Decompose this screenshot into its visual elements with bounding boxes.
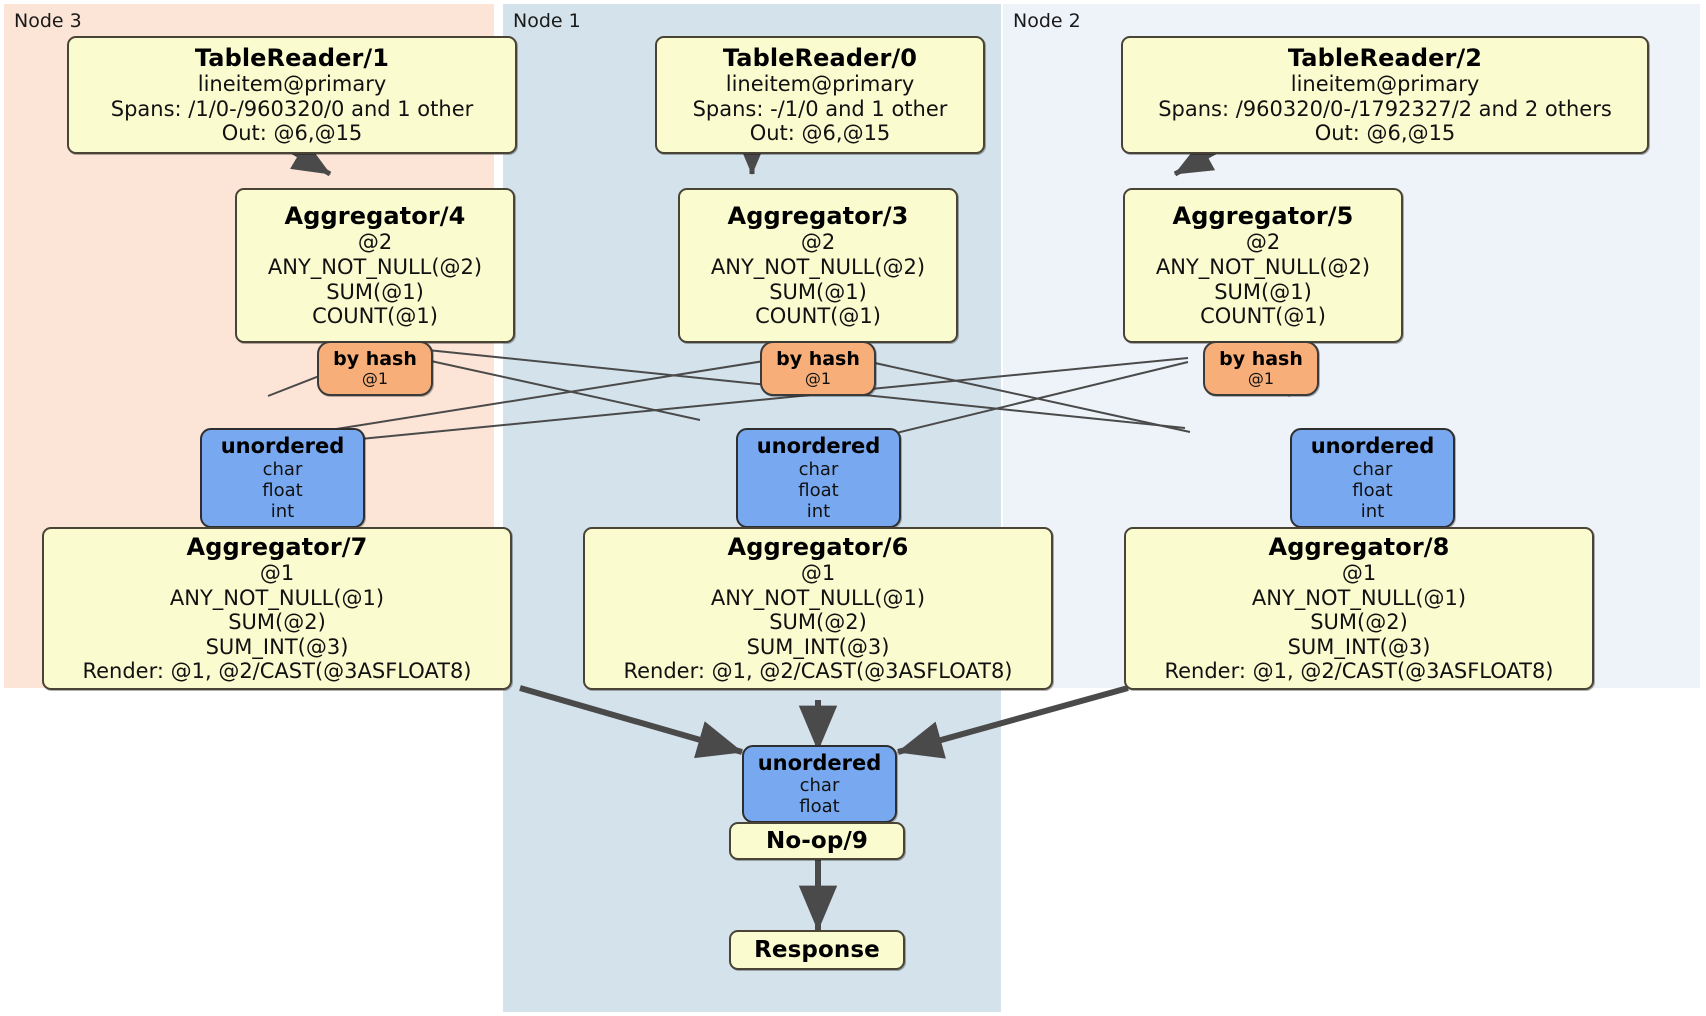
node-line: int bbox=[270, 500, 295, 522]
node-line: SUM(@1) bbox=[769, 279, 867, 304]
input-synchronizer-unordered-node-2[interactable]: unordered char float int bbox=[1290, 428, 1455, 528]
node-title: Aggregator/7 bbox=[186, 533, 368, 562]
node-line: SUM(@2) bbox=[769, 610, 867, 635]
node-line: char bbox=[262, 458, 303, 480]
node-title: unordered bbox=[757, 750, 882, 775]
output-router-by-hash-node-1[interactable]: by hash @1 bbox=[760, 341, 876, 396]
node-line: Out: @6,@15 bbox=[1314, 121, 1456, 146]
processor-aggregator-6[interactable]: Aggregator/6 @1 ANY_NOT_NULL(@1) SUM(@2)… bbox=[583, 527, 1053, 690]
node-line: @1 bbox=[361, 369, 389, 389]
processor-no-op-9[interactable]: No-op/9 bbox=[729, 822, 905, 860]
node-line: Render: @1, @2/CAST(@3ASFLOAT8) bbox=[623, 659, 1013, 684]
node-title: by hash bbox=[333, 348, 417, 371]
node-line: Spans: /960320/0-/1792327/2 and 2 others bbox=[1158, 96, 1612, 121]
node-line: @1 bbox=[804, 369, 832, 389]
node-line: @1 bbox=[1247, 369, 1275, 389]
node-line: Render: @1, @2/CAST(@3ASFLOAT8) bbox=[82, 659, 472, 684]
node-title: Aggregator/4 bbox=[284, 202, 466, 231]
node-line: ANY_NOT_NULL(@2) bbox=[267, 254, 483, 279]
panel-node-3-label: Node 3 bbox=[14, 10, 82, 32]
processor-aggregator-4[interactable]: Aggregator/4 @2 ANY_NOT_NULL(@2) SUM(@1)… bbox=[235, 188, 515, 343]
node-title: Aggregator/5 bbox=[1172, 202, 1354, 231]
node-title: Aggregator/6 bbox=[727, 533, 909, 562]
node-line: SUM(@1) bbox=[326, 279, 424, 304]
input-synchronizer-unordered-node-1[interactable]: unordered char float int bbox=[736, 428, 901, 528]
node-line: lineitem@primary bbox=[725, 72, 915, 97]
node-line: ANY_NOT_NULL(@1) bbox=[1251, 585, 1467, 610]
node-line: @2 bbox=[1245, 230, 1281, 255]
node-line: int bbox=[1360, 500, 1385, 522]
node-title: TableReader/2 bbox=[1287, 44, 1483, 73]
node-title: by hash bbox=[1219, 348, 1303, 371]
processor-aggregator-8[interactable]: Aggregator/8 @1 ANY_NOT_NULL(@1) SUM(@2)… bbox=[1124, 527, 1594, 690]
node-line: SUM(@2) bbox=[228, 610, 326, 635]
node-line: Spans: /1/0-/960320/0 and 1 other bbox=[110, 96, 474, 121]
node-line: @2 bbox=[800, 230, 836, 255]
processor-table-reader-0[interactable]: TableReader/0 lineitem@primary Spans: -/… bbox=[655, 36, 985, 154]
node-line: COUNT(@1) bbox=[312, 304, 438, 329]
node-title: No-op/9 bbox=[766, 827, 868, 854]
node-line: char bbox=[1352, 458, 1393, 480]
node-line: Render: @1, @2/CAST(@3ASFLOAT8) bbox=[1164, 659, 1554, 684]
node-line: ANY_NOT_NULL(@1) bbox=[710, 585, 926, 610]
processor-aggregator-7[interactable]: Aggregator/7 @1 ANY_NOT_NULL(@1) SUM(@2)… bbox=[42, 527, 512, 690]
node-line: float bbox=[799, 796, 840, 818]
node-line: @1 bbox=[259, 561, 295, 586]
node-line: Out: @6,@15 bbox=[749, 121, 891, 146]
node-line: SUM_INT(@3) bbox=[1287, 634, 1431, 659]
processor-table-reader-1[interactable]: TableReader/1 lineitem@primary Spans: /1… bbox=[67, 36, 517, 154]
node-line: SUM(@2) bbox=[1310, 610, 1408, 635]
processor-aggregator-3[interactable]: Aggregator/3 @2 ANY_NOT_NULL(@2) SUM(@1)… bbox=[678, 188, 958, 343]
panel-node-2-label: Node 2 bbox=[1013, 10, 1081, 32]
node-line: char bbox=[799, 775, 840, 797]
node-line: @1 bbox=[800, 561, 836, 586]
output-router-by-hash-node-2[interactable]: by hash @1 bbox=[1203, 341, 1319, 396]
node-line: Out: @6,@15 bbox=[221, 121, 363, 146]
node-title: Aggregator/8 bbox=[1268, 533, 1450, 562]
node-line: SUM_INT(@3) bbox=[205, 634, 349, 659]
node-title: unordered bbox=[220, 434, 345, 459]
node-line: float bbox=[262, 479, 303, 501]
node-line: int bbox=[806, 500, 831, 522]
input-synchronizer-unordered-node-3[interactable]: unordered char float int bbox=[200, 428, 365, 528]
node-line: Spans: -/1/0 and 1 other bbox=[692, 96, 948, 121]
node-title: TableReader/1 bbox=[194, 44, 390, 73]
processor-response[interactable]: Response bbox=[729, 930, 905, 970]
node-line: lineitem@primary bbox=[1290, 72, 1480, 97]
node-line: ANY_NOT_NULL(@2) bbox=[710, 254, 926, 279]
node-line: lineitem@primary bbox=[197, 72, 387, 97]
node-title: unordered bbox=[756, 434, 881, 459]
node-line: ANY_NOT_NULL(@2) bbox=[1155, 254, 1371, 279]
node-line: float bbox=[1352, 479, 1393, 501]
output-router-by-hash-node-3[interactable]: by hash @1 bbox=[317, 341, 433, 396]
node-title: Aggregator/3 bbox=[727, 202, 909, 231]
node-line: ANY_NOT_NULL(@1) bbox=[169, 585, 385, 610]
node-line: COUNT(@1) bbox=[1200, 304, 1326, 329]
node-line: @1 bbox=[1341, 561, 1377, 586]
node-title: TableReader/0 bbox=[722, 44, 918, 73]
node-title: by hash bbox=[776, 348, 860, 371]
panel-node-1-label: Node 1 bbox=[513, 10, 581, 32]
node-title: unordered bbox=[1310, 434, 1435, 459]
node-line: SUM_INT(@3) bbox=[746, 634, 890, 659]
processor-aggregator-5[interactable]: Aggregator/5 @2 ANY_NOT_NULL(@2) SUM(@1)… bbox=[1123, 188, 1403, 343]
node-line: COUNT(@1) bbox=[755, 304, 881, 329]
node-line: float bbox=[798, 479, 839, 501]
node-line: @2 bbox=[357, 230, 393, 255]
node-line: SUM(@1) bbox=[1214, 279, 1312, 304]
input-synchronizer-unordered-final[interactable]: unordered char float bbox=[742, 745, 897, 823]
processor-table-reader-2[interactable]: TableReader/2 lineitem@primary Spans: /9… bbox=[1121, 36, 1649, 154]
node-line: char bbox=[798, 458, 839, 480]
node-title: Response bbox=[754, 936, 880, 963]
